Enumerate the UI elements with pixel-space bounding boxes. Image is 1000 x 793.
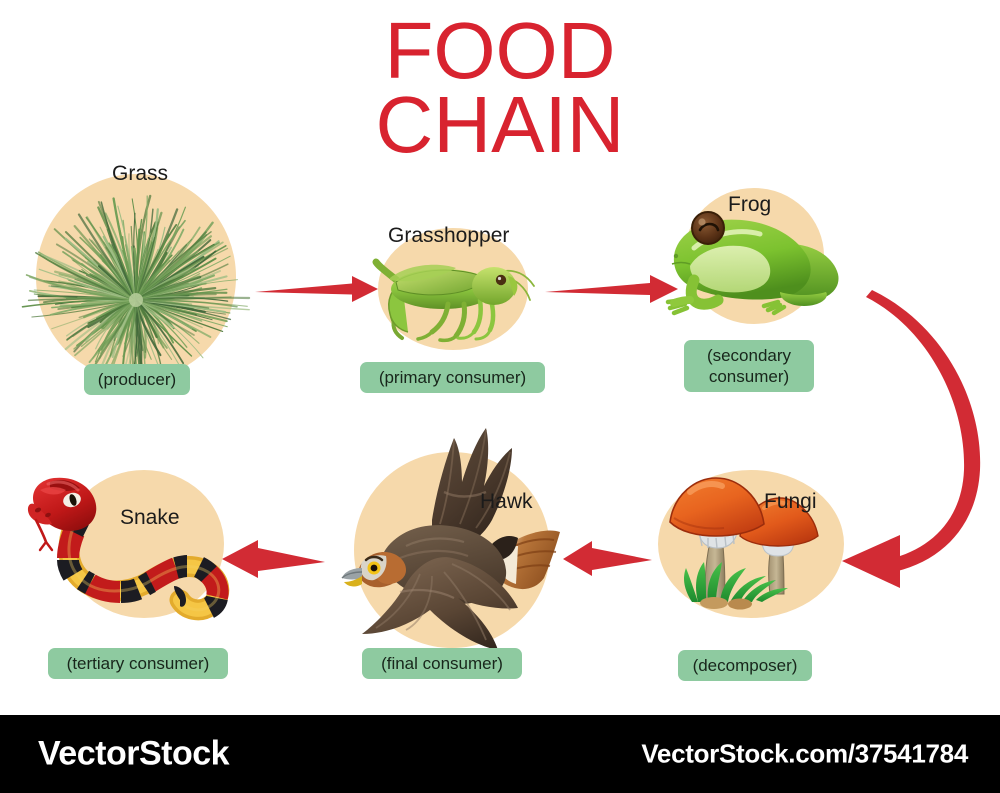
snake-label: Snake <box>120 506 180 530</box>
frog-icon <box>660 200 850 318</box>
hawk-label: Hawk <box>480 490 533 514</box>
snake-role-badge: (tertiary consumer) <box>48 648 228 679</box>
node-hawk[interactable]: Hawk (final consumer) <box>340 424 580 688</box>
fungi-label: Fungi <box>764 490 817 514</box>
node-fungi[interactable]: Fungi (decomposer) <box>650 470 870 686</box>
frog-label: Frog <box>728 193 771 217</box>
page-title: FOOD CHAIN <box>0 14 1000 161</box>
node-snake[interactable]: Snake (tertiary consumer) <box>24 470 254 686</box>
hawk-icon <box>340 424 570 656</box>
vectorstock-logo: VectorStock <box>38 735 229 774</box>
grasshopper-label: Grasshopper <box>388 224 509 248</box>
vectorstock-url: VectorStock.com/37541784 <box>641 739 968 770</box>
node-grasshopper[interactable]: Grasshopper (primary consumer) <box>360 228 580 398</box>
hawk-role-badge: (final consumer) <box>362 648 522 679</box>
grass-icon <box>38 188 234 364</box>
grass-role-badge: (producer) <box>84 364 190 395</box>
grasshopper-icon <box>368 244 538 342</box>
frog-role-badge: (secondary consumer) <box>684 340 814 392</box>
fungi-role-badge: (decomposer) <box>678 650 812 681</box>
node-grass[interactable]: Grass (producer) <box>36 174 248 390</box>
grass-label: Grass <box>112 162 168 186</box>
watermark-footer: VectorStock VectorStock.com/37541784 <box>0 715 1000 793</box>
grasshopper-role-badge: (primary consumer) <box>360 362 545 393</box>
snake-icon <box>26 470 238 622</box>
node-frog[interactable]: Frog (secondary consumer) <box>660 188 880 398</box>
